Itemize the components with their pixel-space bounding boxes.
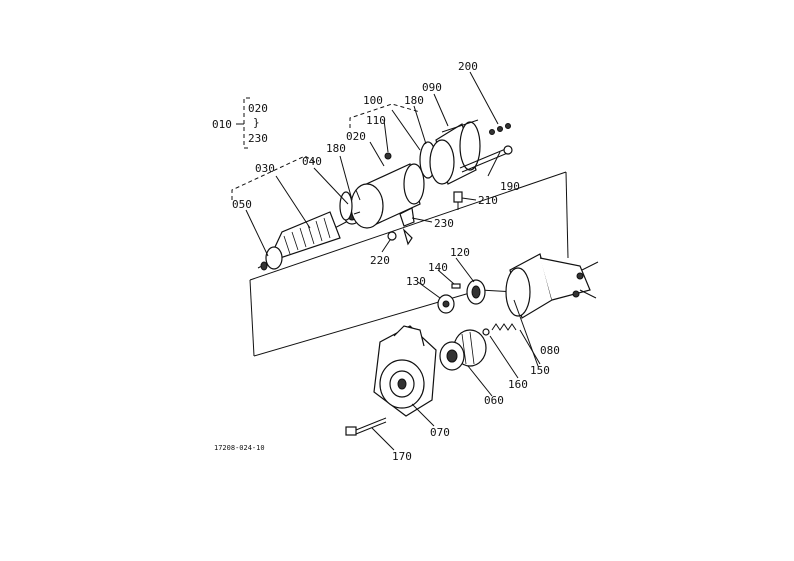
label-230: 230 (434, 217, 454, 230)
drive-housing-070 (373, 325, 437, 417)
retainer-130 (437, 294, 455, 314)
yoke-020 (350, 163, 425, 229)
label-230-group: 230 (248, 132, 268, 145)
screw-210 (453, 191, 463, 210)
bolt-170 (345, 417, 387, 436)
label-110: 110 (366, 114, 386, 127)
label-120: 120 (450, 246, 470, 259)
label-010: 010 (212, 118, 232, 131)
label-060: 060 (484, 394, 504, 407)
label-130: 130 (406, 275, 426, 288)
spring-150 (491, 323, 517, 331)
label-040: 040 (302, 155, 322, 168)
label-180-left: 180 (326, 142, 346, 155)
label-050: 050 (232, 198, 252, 211)
label-180-right: 180 (404, 94, 424, 107)
label-190: 190 (500, 180, 520, 193)
label-100: 100 (363, 94, 383, 107)
screw-110 (384, 152, 392, 160)
label-070: 070 (430, 426, 450, 439)
group-bracket-030 (231, 155, 316, 200)
group-bracket-010 (236, 97, 250, 149)
label-080: 080 (540, 344, 560, 357)
ball-160 (482, 328, 490, 336)
through-bolt-190 (459, 145, 513, 173)
label-group-range: } (253, 116, 260, 129)
rear-cover-090 (429, 119, 481, 185)
label-200: 200 (458, 60, 478, 73)
label-140: 140 (428, 261, 448, 274)
gear-120 (466, 279, 486, 305)
oring-180-left (339, 191, 353, 221)
label-020-group: 020 (248, 102, 268, 115)
brush-holder-230 (399, 207, 415, 246)
nuts-200 (489, 123, 511, 135)
label-220: 220 (370, 254, 390, 267)
label-020: 020 (346, 130, 366, 143)
label-030: 030 (255, 162, 275, 175)
label-160: 160 (508, 378, 528, 391)
label-090: 090 (422, 81, 442, 94)
nut-220 (387, 231, 397, 241)
leader-lines (245, 71, 541, 451)
label-150: 150 (530, 364, 550, 377)
armature-050 (257, 211, 351, 271)
magnetic-switch-080 (505, 253, 599, 319)
label-170: 170 (392, 450, 412, 463)
label-210: 210 (478, 194, 498, 207)
roller-140 (451, 283, 461, 289)
pinion-clutch-060 (439, 329, 487, 371)
document-number: 17208-024-10 (214, 444, 265, 452)
